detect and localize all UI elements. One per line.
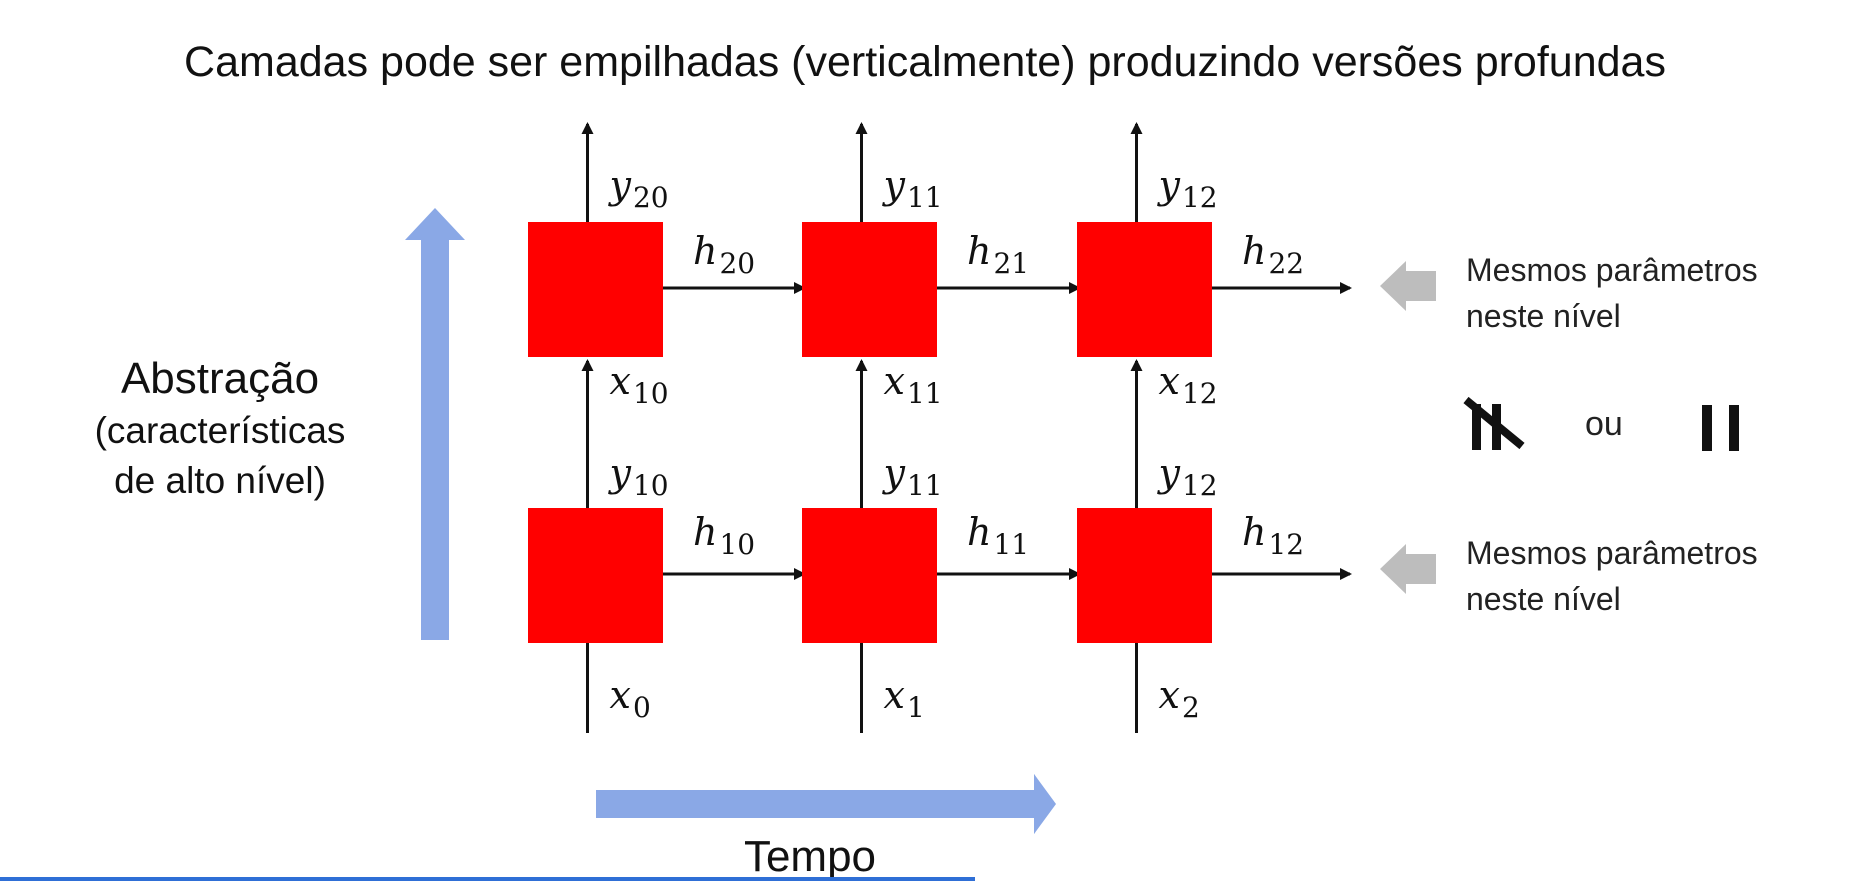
bottom-bar [0,877,975,881]
hint-arrow-top-icon [1380,261,1436,311]
rnn-cell-bottom-2 [1077,508,1212,643]
label-input-2: x2 [1159,673,1200,724]
or-label: ou [1585,405,1623,443]
label-top-output-0: y20 [608,163,669,214]
hint-arrow-bottom-icon [1380,544,1436,594]
time-arrow-icon [596,774,1056,834]
page-title: Camadas pode ser empilhadas (verticalmen… [184,38,1666,86]
rnn-cell-top-1 [802,222,937,357]
label-top-hidden-0: h20 [693,229,755,280]
parameters-note-bottom-line1: Mesmos parâmetros [1466,535,1758,571]
rnn-cells [528,222,1212,643]
parameters-note-bottom-line2: neste nível [1466,581,1621,617]
label-input-1: x1 [884,673,925,724]
label-bottom-hidden-2: h12 [1242,510,1304,561]
label-top-output-1: y11 [882,163,943,214]
label-layer-input-2: x12 [1159,359,1218,410]
label-layer-input-0: x10 [610,359,669,410]
label-top-hidden-1: h21 [967,229,1029,280]
label-top-hidden-2: h22 [1242,229,1304,280]
rnn-cell-bottom-1 [802,508,937,643]
label-bottom-output-1: y11 [882,451,943,502]
label-bottom-output-0: y10 [608,451,669,502]
parameters-note-top-line1: Mesmos parâmetros [1466,252,1758,288]
parameters-note-top-line2: neste nível [1466,298,1621,334]
abstraction-subtitle-line1: (características [94,410,346,451]
label-bottom-hidden-1: h11 [967,510,1029,561]
label-bottom-output-2: y12 [1157,451,1218,502]
parallel-bars-icon [1702,405,1739,451]
abstraction-subtitle-line2: de alto nível) [114,460,326,501]
time-label: Tempo [743,832,877,881]
rnn-cell-top-2 [1077,222,1212,357]
not-equal-icon [1463,396,1525,450]
label-input-0: x0 [610,673,651,724]
label-bottom-hidden-0: h10 [693,510,755,561]
abstraction-arrow-icon [405,208,465,640]
label-top-output-2: y12 [1157,163,1218,214]
rnn-cell-top-0 [528,222,663,357]
abstraction-title: Abstração [120,354,320,403]
rnn-cell-bottom-0 [528,508,663,643]
label-layer-input-1: x11 [884,359,943,410]
connection-arrows [581,122,1352,733]
